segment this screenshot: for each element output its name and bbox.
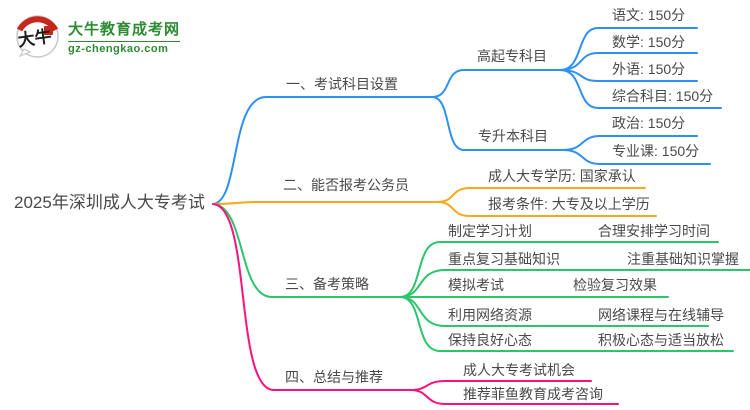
logo-title: 大牛教育成考网 bbox=[68, 21, 181, 38]
connector-branch-summary bbox=[212, 203, 619, 405]
branch-4-summary[interactable]: 四、总结与推荐 bbox=[285, 369, 383, 385]
branch-2-civil-servant[interactable]: 二、能否报考公务员 bbox=[283, 177, 409, 193]
node-foreign-language-score[interactable]: 外语: 150分 bbox=[612, 61, 686, 77]
node-recommend-consult[interactable]: 推荐菲鱼教育成考咨询 bbox=[463, 386, 603, 402]
node-good-mindset[interactable]: 保持良好心态 bbox=[448, 332, 532, 348]
node-study-plan[interactable]: 制定学习计划 bbox=[448, 223, 532, 239]
branch-3-strategies[interactable]: 三、备考策略 bbox=[285, 276, 369, 292]
node-mock-exam[interactable]: 模拟考试 bbox=[448, 277, 504, 293]
node-gaoqizhuan-subjects[interactable]: 高起专科目 bbox=[477, 48, 547, 64]
site-logo[interactable]: 大牛 大牛教育成考网 gz-chengkao.com bbox=[14, 13, 181, 60]
root-node[interactable]: 2025年深圳成人大专考试 bbox=[14, 193, 205, 212]
node-degree-recognition[interactable]: 成人大专学历: 国家承认 bbox=[488, 168, 636, 184]
logo-bull-icon: 大牛 bbox=[16, 15, 59, 58]
svg-text:大牛: 大牛 bbox=[16, 26, 52, 51]
connector-branch-strategies bbox=[212, 203, 750, 352]
node-math-score[interactable]: 数学: 150分 bbox=[612, 34, 686, 50]
branch-1-exam-subjects[interactable]: 一、考试科目设置 bbox=[286, 76, 398, 92]
logo-domain: gz-chengkao.com bbox=[68, 41, 181, 55]
node-study-plan-detail[interactable]: 合理安排学习时间 bbox=[598, 223, 710, 239]
node-review-basics-detail[interactable]: 注重基础知识掌握 bbox=[627, 251, 739, 267]
node-exam-opportunity[interactable]: 成人大专考试机会 bbox=[463, 362, 575, 378]
node-online-resources[interactable]: 利用网络资源 bbox=[448, 307, 532, 323]
node-major-course-score[interactable]: 专业课: 150分 bbox=[612, 143, 700, 159]
node-good-mindset-detail[interactable]: 积极心态与适当放松 bbox=[598, 332, 724, 348]
node-politics-score[interactable]: 政治: 150分 bbox=[612, 115, 686, 131]
node-application-requirement[interactable]: 报考条件: 大专及以上学历 bbox=[488, 196, 650, 212]
connector-branch-civil-servant bbox=[212, 187, 657, 217]
node-zhuanshengben-subjects[interactable]: 专升本科目 bbox=[478, 128, 548, 144]
node-review-basics[interactable]: 重点复习基础知识 bbox=[448, 251, 560, 267]
node-online-resources-detail[interactable]: 网络课程与在线辅导 bbox=[598, 307, 724, 323]
node-mock-exam-detail[interactable]: 检验复习效果 bbox=[573, 277, 657, 293]
node-chinese-score[interactable]: 语文: 150分 bbox=[612, 7, 686, 23]
node-comprehensive-score[interactable]: 综合科目: 150分 bbox=[612, 88, 714, 104]
connector-branch-exam-subjects bbox=[212, 27, 722, 205]
